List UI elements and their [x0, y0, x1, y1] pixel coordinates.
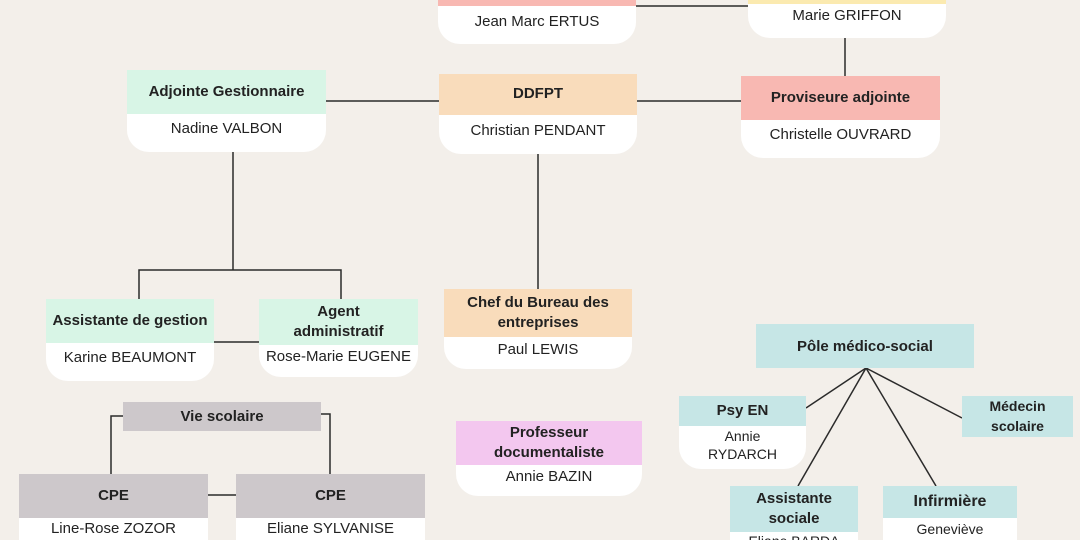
- node-chef-bureau: Chef du Bureau des entreprises Paul LEWI…: [444, 289, 632, 369]
- node-professeur-doc-title: Professeur documentaliste: [456, 421, 642, 465]
- node-medecin: Médecin scolaire: [962, 396, 1073, 437]
- node-infirmiere: Infirmière Geneviève: [883, 486, 1017, 540]
- node-adjointe-gestionnaire: Adjointe Gestionnaire Nadine VALBON: [127, 70, 326, 152]
- node-proviseure-adjointe-title: Proviseure adjointe: [741, 76, 940, 120]
- node-pole-medico: Pôle médico-social: [756, 324, 974, 368]
- node-ddfpt-name: Christian PENDANT: [470, 122, 606, 140]
- node-infirmiere-title: Infirmière: [883, 486, 1017, 518]
- node-psy-en: Psy EN Annie RYDARCH: [679, 396, 806, 469]
- node-vie-scolaire: Vie scolaire: [123, 402, 321, 431]
- node-infirmiere-name: Geneviève: [916, 520, 984, 537]
- node-adjointe-gestionnaire-title: Adjointe Gestionnaire: [127, 70, 326, 114]
- node-assistante-gestion-name: Karine BEAUMONT: [63, 349, 197, 367]
- node-chef-bureau-name: Paul LEWIS: [497, 341, 579, 359]
- connector-pole-medecin: [865, 367, 963, 419]
- node-ddfpt: DDFPT Christian PENDANT: [439, 74, 637, 154]
- node-cpe1: CPE Line-Rose ZOZOR: [19, 474, 208, 540]
- node-assistante-sociale: Assistante sociale Eliane BARDA: [730, 486, 858, 540]
- node-proviseure-adjointe: Proviseure adjointe Christelle OUVRARD: [741, 76, 940, 158]
- connector-pole-assistante-sociale: [797, 367, 867, 487]
- node-proviseure-adjointe-name: Christelle OUVRARD: [769, 126, 912, 144]
- connector-vie-scolaire-right: [321, 413, 331, 474]
- node-agent-administratif-name: Rose-Marie EUGENE: [265, 348, 412, 366]
- node-ddfpt-title: DDFPT: [439, 74, 637, 115]
- node-psy-en-title: Psy EN: [679, 396, 806, 426]
- node-cpe1-name: Line-Rose ZOZOR: [50, 520, 177, 538]
- connector-pole-psy: [805, 367, 867, 409]
- node-cpe1-title: CPE: [19, 474, 208, 518]
- node-proviseur: Jean Marc ERTUS: [438, 0, 636, 44]
- node-assistante-sociale-title: Assistante sociale: [730, 486, 858, 532]
- node-cpe2-name: Eliane SYLVANISE: [266, 520, 394, 538]
- node-professeur-doc: Professeur documentaliste Annie BAZIN: [456, 421, 642, 496]
- node-cpe2: CPE Eliane SYLVANISE: [236, 474, 425, 540]
- node-assistante-gestion: Assistante de gestion Karine BEAUMONT: [46, 299, 214, 381]
- node-secretaire-name: Marie GRIFFON: [792, 7, 902, 25]
- node-cpe2-title: CPE: [236, 474, 425, 518]
- node-agent-administratif: Agent administratif Rose-Marie EUGENE: [259, 299, 418, 377]
- connector-gestion-bracket: [138, 269, 342, 299]
- connector-pole-infirmiere: [865, 367, 937, 487]
- node-psy-en-name: Annie RYDARCH: [708, 427, 777, 462]
- node-chef-bureau-title: Chef du Bureau des entreprises: [444, 289, 632, 337]
- node-proviseur-name: Jean Marc ERTUS: [474, 13, 600, 31]
- node-adjointe-gestionnaire-name: Nadine VALBON: [170, 120, 283, 138]
- node-assistante-sociale-name: Eliane BARDA: [730, 532, 858, 540]
- connector-vie-scolaire-left: [110, 415, 123, 474]
- node-secretaire-header: [748, 0, 946, 4]
- node-agent-administratif-title: Agent administratif: [259, 299, 418, 345]
- node-proviseur-header: [438, 0, 636, 6]
- node-secretaire: Marie GRIFFON: [748, 0, 946, 38]
- node-assistante-gestion-title: Assistante de gestion: [46, 299, 214, 343]
- node-professeur-doc-name: Annie BAZIN: [505, 468, 593, 486]
